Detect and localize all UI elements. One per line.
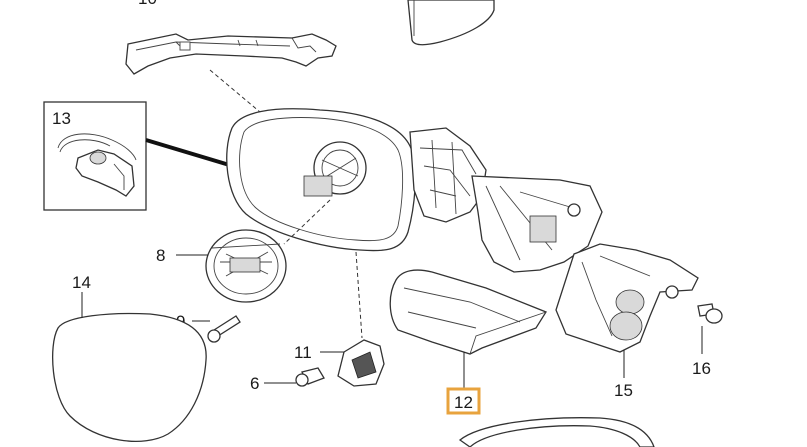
actuator-disc-part[interactable] xyxy=(205,229,287,303)
callout-11: 11 xyxy=(294,343,312,362)
bulb-part[interactable] xyxy=(295,367,325,387)
callout-15: 15 xyxy=(614,381,633,400)
mirror-glass-part[interactable] xyxy=(52,312,207,442)
screw-part[interactable] xyxy=(207,315,241,343)
seal-fragment xyxy=(458,417,655,447)
highlight-box-12 xyxy=(446,387,481,415)
callout-13: 13 xyxy=(52,109,71,128)
callout-14: 14 xyxy=(72,273,91,292)
callout-8: 8 xyxy=(156,246,165,265)
callout-16: 16 xyxy=(692,359,711,378)
callout-12: 12 xyxy=(454,393,473,412)
cable-inset-box xyxy=(43,101,147,211)
cover-shell-part[interactable] xyxy=(389,269,547,355)
mirror-glass-fragment xyxy=(407,0,495,46)
lower-mount-part[interactable] xyxy=(555,243,699,353)
bolt-part[interactable] xyxy=(697,303,723,324)
bracket-clip-part[interactable] xyxy=(337,339,385,387)
callout-6: 6 xyxy=(250,374,259,393)
turn-signal-part[interactable] xyxy=(125,33,337,113)
mirror-housing xyxy=(226,108,603,339)
callout-10: 10 xyxy=(138,0,157,8)
